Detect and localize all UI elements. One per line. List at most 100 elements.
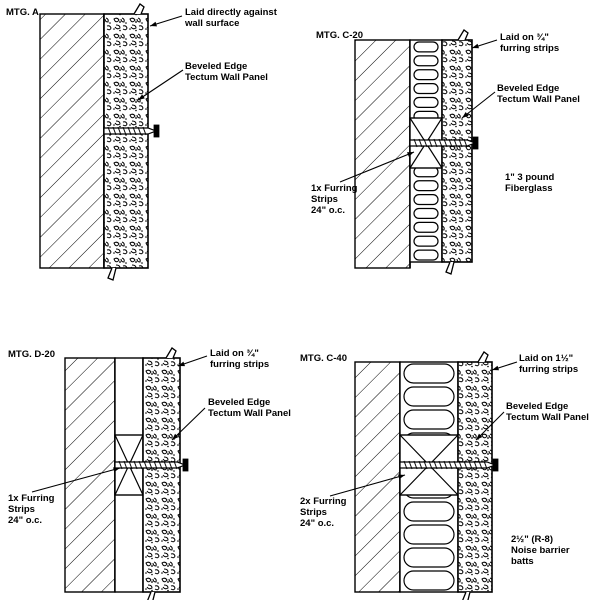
panel-c40-fastener-thread (433, 460, 438, 470)
panel-a-wall (39, 13, 105, 269)
panel-a-mounting-leader-head (150, 21, 157, 27)
panel-c40-furring-leader-head (398, 474, 405, 480)
panel-d20-fastener-thread (123, 460, 128, 470)
panel-d20-mounting-note: Laid on ¾" furring strips (210, 348, 270, 370)
panel-c20-fastener-thread (448, 138, 453, 148)
panel-c40-furring-label: 2x Furring Strips 24" o.c. (300, 496, 347, 529)
panel-c40-batts-label: 2½" (R-8) Noise barrier batts (511, 534, 570, 567)
panel-a-fastener-thread (107, 126, 112, 136)
panel-c40-batts-roll (403, 570, 455, 591)
panel-c40-fastener-thread (453, 460, 458, 470)
panel-c40-batts-roll (403, 363, 455, 384)
panel-d20-title: MTG. D-20 (8, 349, 55, 360)
panel-c40-mounting-leader-head (492, 365, 499, 371)
panel-c40-furring-leader (329, 474, 406, 497)
panel-c20-furring-leader (339, 151, 415, 183)
panel-d20-fastener-thread (148, 460, 153, 470)
panel-a-fastener-thread (132, 126, 137, 136)
panel-c40-panel-leader-head (476, 433, 483, 440)
panel-c20-fastener-thread (453, 138, 458, 148)
panel-d20-wall (64, 357, 116, 593)
panel-c40-fastener-thread (468, 460, 473, 470)
panel-d20-tectum-bevel-bottom (147, 591, 156, 600)
panel-c20-fastener-thread (463, 138, 468, 148)
panel-a-fastener-thread (122, 126, 127, 136)
panel-c20-fastener-thread (428, 138, 433, 148)
panel-d20-fastener-thread (118, 460, 123, 470)
panel-d20-furring-leader-head (113, 467, 120, 473)
panel-c20-batts-roll (413, 55, 439, 67)
panel-c20-mounting-leader-head (472, 43, 479, 49)
panel-a-panel-leader-head (138, 94, 145, 100)
panel-d20-fastener-thread (158, 460, 163, 470)
panel-a-fastener-thread (117, 126, 122, 136)
panel-c40-fastener-thread (403, 460, 408, 470)
panel-a-tectum (103, 13, 149, 269)
panel-c20-panel-leader (461, 91, 496, 119)
panel-c20-batts-roll (413, 69, 439, 81)
panel-d20-tectum (142, 357, 181, 593)
panel-c40-fastener-thread (458, 460, 463, 470)
panel-d20-mounting-leader-head (178, 361, 185, 367)
panel-d20-fastener-head (182, 458, 189, 472)
panel-c40-tectum-bevel-top (477, 351, 489, 363)
panel-c20-tectum (441, 39, 473, 263)
panel-c20-fastener-thread (458, 138, 463, 148)
panel-c20-batts-roll (413, 180, 439, 192)
panel-c20-batts-roll (413, 207, 439, 219)
panel-d20-fastener-thread (153, 460, 158, 470)
panel-d20-fastener-thread (168, 460, 173, 470)
panel-c20-fastener-thread (443, 138, 448, 148)
panel-c40-batts-roll (403, 386, 455, 407)
panel-c20-tectum-bevel-top (457, 29, 469, 41)
panel-c20-insulation-label: 1" 3 pound Fiberglass (505, 172, 555, 194)
panel-c20-wall (354, 39, 411, 269)
panel-c20-mounting-note: Laid on ¾" furring strips (500, 32, 560, 54)
panel-d20-fastener-thread (128, 460, 133, 470)
panel-c40-fastener-thread (473, 460, 478, 470)
panel-c40-panel-label: Beveled Edge Tectum Wall Panel (506, 401, 589, 423)
panel-c20-batts-roll (413, 194, 439, 206)
panel-c20-title: MTG. C-20 (316, 30, 363, 41)
panel-d20-fastener-thread (173, 460, 178, 470)
panel-d20-furring-label: 1x Furring Strips 24" o.c. (8, 493, 55, 526)
panel-d20-panel-leader-head (172, 433, 179, 440)
panel-c40-fastener-thread (438, 460, 443, 470)
panel-c40-title: MTG. C-40 (300, 353, 347, 364)
panel-c40-panel-leader (475, 411, 505, 441)
panel-a-fastener-thread (127, 126, 132, 136)
panel-d20-fastener-thread (138, 460, 143, 470)
panel-c20-panel-label: Beveled Edge Tectum Wall Panel (497, 83, 580, 105)
panel-c20-fastener-thread (423, 138, 428, 148)
panel-c20-batts-roll (413, 96, 439, 108)
panel-c20-fastener-thread (433, 138, 438, 148)
panel-c40-fastener-thread (443, 460, 448, 470)
panel-c40-fastener-thread (483, 460, 488, 470)
panel-a-tectum-bevel-bottom (107, 267, 117, 281)
panel-d20-panel-leader (171, 407, 206, 441)
panel-c40-batts-roll (403, 524, 455, 545)
panel-c20-batts-roll (413, 235, 439, 247)
panel-c20-fastener-thread (418, 138, 423, 148)
panel-c40-tectum (457, 361, 493, 593)
panel-c20-tectum-bevel-bottom (445, 261, 455, 275)
panel-c40-tectum-bevel-bottom (462, 591, 471, 600)
panel-d20-fastener-thread (163, 460, 168, 470)
panel-a-mounting-note: Laid directly against wall surface (185, 7, 277, 29)
panel-c20-fastener-thread (438, 138, 443, 148)
panel-c20-furring-label: 1x Furring Strips 24" o.c. (311, 183, 358, 216)
panel-c40-fastener-thread (463, 460, 468, 470)
panel-a-panel-label: Beveled Edge Tectum Wall Panel (185, 61, 268, 83)
panel-c40-mounting-note: Laid on 1½" furring strips (519, 353, 579, 375)
panel-c40-fastener-head (492, 458, 499, 472)
panel-c40-batts-roll (403, 409, 455, 430)
panel-c20-batts-roll (413, 221, 439, 233)
panel-c40-fastener-thread (418, 460, 423, 470)
panel-c20-furring-leader-head (407, 152, 414, 157)
panel-d20-tectum-bevel-top (165, 347, 177, 359)
panel-d20-fastener-thread (143, 460, 148, 470)
panel-c40-fastener-thread (448, 460, 453, 470)
panel-c20-batts-roll (413, 83, 439, 95)
panel-d20-fastener-thread (133, 460, 138, 470)
